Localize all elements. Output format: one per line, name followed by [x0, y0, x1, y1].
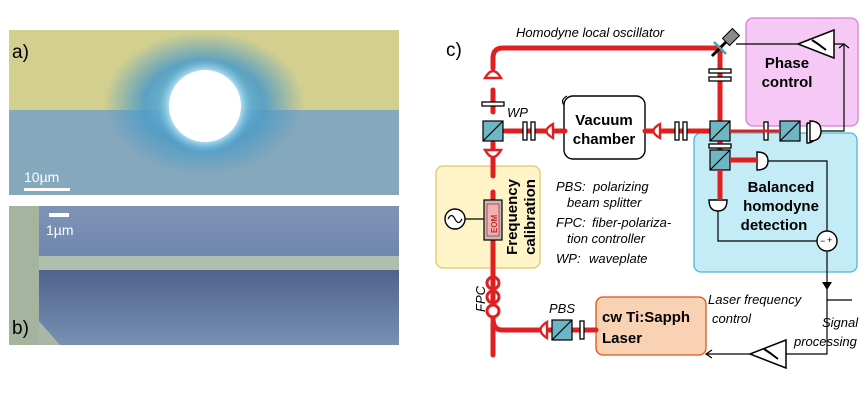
laser-box — [595, 296, 707, 356]
panel-a-image — [9, 30, 399, 195]
legend-pbs-abbr: PBS: — [556, 179, 586, 194]
phase-control-title-1: Phase — [765, 55, 809, 72]
signal-processing-amplifier — [747, 338, 787, 370]
vacuum-chamber-title-1: Vacuum — [575, 112, 633, 129]
balanced-detection-box — [693, 132, 858, 273]
freq-cal-title-1: Frequency — [504, 178, 521, 255]
laser-frequency-label-2: control — [712, 311, 752, 326]
legend-fpc-text-2: tion controller — [567, 231, 646, 246]
subtractor-plus: + — [827, 235, 832, 245]
signal-label-1: Signal — [822, 315, 859, 330]
legend-fpc-abbr: FPC: — [556, 215, 586, 230]
panel-a-scalebar — [24, 188, 70, 191]
phase-control-title-2: control — [762, 74, 813, 91]
panel-a-scalebar-label: 10µm — [24, 169, 59, 185]
phase-control-box — [745, 17, 859, 127]
panel-b-scalebar — [49, 213, 69, 217]
subtractor-minus: − — [820, 236, 825, 246]
pbs-label: PBS — [549, 301, 575, 316]
legend-pbs-text-1: polarizing — [592, 179, 649, 194]
feedback-wires — [704, 288, 852, 359]
laser-title-1: cw Ti:Sapph — [602, 309, 690, 326]
laser-title-2: Laser — [602, 330, 642, 347]
vacuum-chamber-box — [563, 95, 646, 160]
piezo-mirror — [710, 27, 741, 58]
eom-modulator — [483, 199, 503, 241]
legend-wp-abbr: WP: — [556, 251, 581, 266]
pbs-cubes — [482, 120, 801, 341]
panel-b-scalebar-label: 1µm — [46, 222, 74, 238]
legend-pbs-text-2: beam splitter — [567, 195, 642, 210]
vacuum-chamber-title-2: chamber — [573, 131, 636, 148]
balanced-detection-title-2: homodyne — [743, 198, 819, 215]
fiber-couplers — [482, 69, 662, 341]
laser-frequency-label-1: Laser frequency — [708, 292, 803, 307]
local-oscillator-label: Homodyne local oscillator — [516, 25, 665, 40]
fpc-loops — [485, 275, 501, 319]
waveplates — [481, 68, 769, 340]
phase-control-wires — [736, 43, 850, 132]
wire-arrow-down — [822, 282, 832, 290]
balanced-detection-title-1: Balanced — [748, 179, 815, 196]
subtractor-node — [816, 230, 838, 252]
signal-filter-icon — [763, 348, 779, 360]
panel-b-image — [9, 206, 399, 345]
signal-label-2: processing — [793, 334, 858, 349]
panel-b-label: b) — [12, 318, 29, 339]
panel-a-label: a) — [12, 42, 29, 63]
legend-wp-text-1: waveplate — [589, 251, 648, 266]
phase-control-filter-icon — [811, 39, 827, 51]
balanced-detection-title-3: detection — [741, 217, 808, 234]
panel-c-label: c) — [446, 40, 462, 61]
legend-fpc-text-1: fiber-polariza- — [592, 215, 672, 230]
legend: PBS: polarizing beam splitter FPC: fiber… — [556, 179, 672, 266]
freq-cal-title-2: calibration — [522, 179, 539, 255]
wp-label: WP — [507, 105, 528, 120]
fpc-label: FPC — [473, 285, 488, 312]
signal-generator — [444, 208, 484, 230]
eom-label: EOM — [490, 214, 499, 233]
